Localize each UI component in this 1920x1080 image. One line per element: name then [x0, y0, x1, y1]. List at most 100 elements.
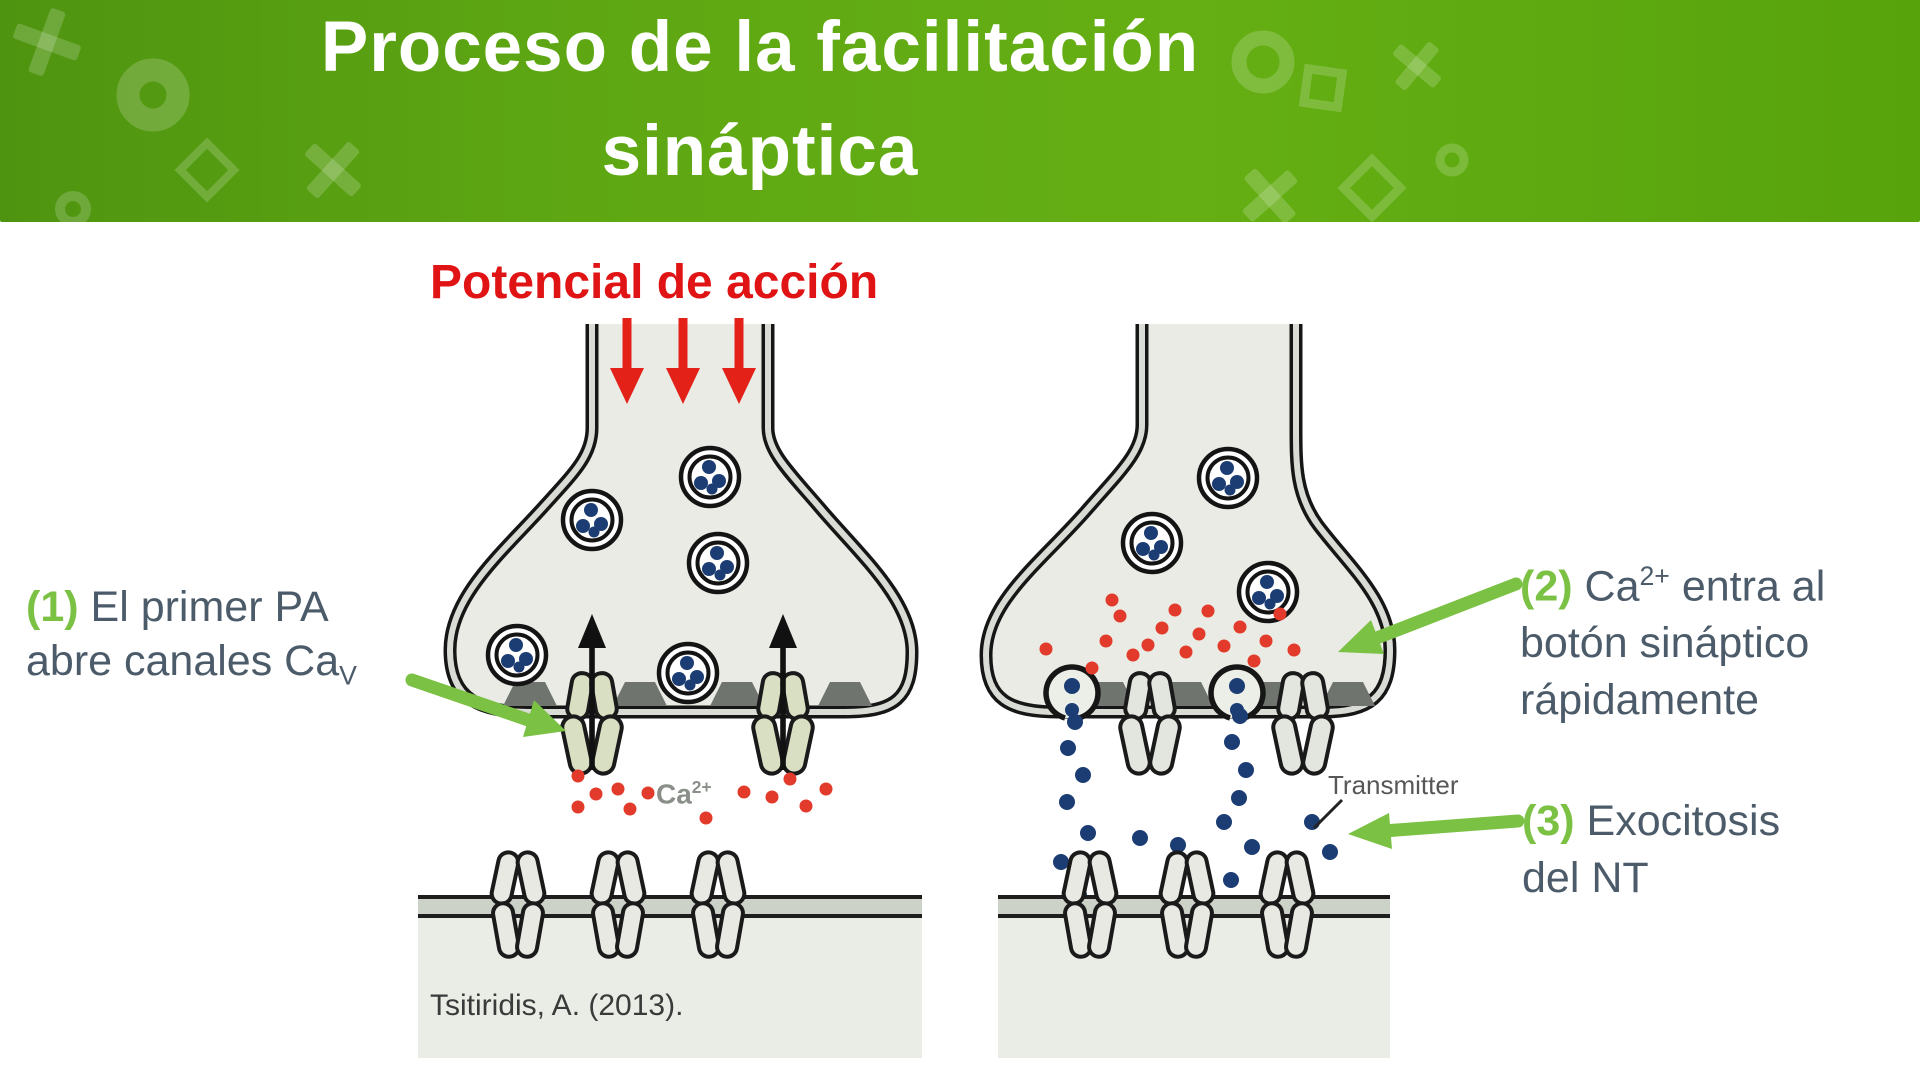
calcium-ion-dot [1273, 607, 1287, 621]
decor-x-icon [1393, 42, 1441, 90]
calcium-superscript: 2+ [691, 777, 712, 797]
calcium-ion-dot [1039, 642, 1053, 656]
step2-ca: Ca [1584, 562, 1640, 611]
transmitter-dot [1059, 794, 1075, 810]
calcium-ion-dot [1113, 609, 1127, 623]
left-postsynaptic-cell [418, 848, 922, 1058]
right-presynaptic-terminal [979, 324, 1397, 928]
transmitter-dot [1223, 872, 1239, 888]
calcium-ion-dot [1201, 604, 1215, 618]
left-presynaptic-terminal [443, 324, 919, 825]
calcium-ion-dot [1105, 593, 1119, 607]
transmitter-dot [1304, 814, 1320, 830]
calcium-channel-icon [1116, 669, 1184, 778]
step1-text-line2: abre canales Ca [26, 637, 340, 685]
page-title-line1: Proceso de la facilitación [320, 8, 1200, 87]
transmitter-dot [1224, 734, 1240, 750]
calcium-ion-dot [1126, 648, 1140, 662]
calcium-ion-dot [699, 811, 713, 825]
calcium-ion-dot [783, 772, 797, 786]
step1-text-line1: El primer PA [90, 583, 329, 631]
decor-diamond-icon [1337, 153, 1407, 222]
calcium-ion-dot [611, 782, 625, 796]
calcium-ion-dot [1247, 654, 1261, 668]
calcium-ion-dot [1192, 627, 1206, 641]
transmitter-dot [1132, 830, 1148, 846]
calcium-ion-label: Ca2+ [656, 777, 712, 810]
vesicle-icon [1199, 449, 1257, 507]
calcium-ion-dot [1179, 645, 1193, 659]
calcium-ion-dot [1155, 621, 1169, 635]
page-title: Proceso de la facilitación sináptica [155, 0, 1365, 204]
vesicle-icon [1239, 563, 1297, 621]
calcium-ion-dot [765, 790, 779, 804]
step2-arrow [1338, 577, 1523, 654]
decor-diamond-icon [174, 137, 240, 203]
calcium-ion-dot [1141, 638, 1155, 652]
vesicle-icon [689, 534, 747, 592]
step1-arrow [405, 673, 566, 737]
vesicle-icon [681, 448, 739, 506]
decor-square-icon [1298, 63, 1348, 113]
calcium-ion-dot [1168, 603, 1182, 617]
calcium-ion-dot [1259, 634, 1273, 648]
vesicle-icon [488, 626, 546, 684]
calcium-ion-dot [571, 769, 585, 783]
transmitter-pointer-line [1312, 798, 1344, 830]
calcium-ion-dot [1233, 620, 1247, 634]
calcium-ion-dot [623, 802, 637, 816]
decor-x-icon [1242, 168, 1298, 222]
transmitter-dot [1170, 837, 1186, 853]
decor-cross-icon [13, 8, 81, 76]
step3-text-line1: Exocitosis [1586, 797, 1781, 845]
transmitter-dot [1244, 839, 1260, 855]
transmitter-dot [1238, 762, 1254, 778]
calcium-ion-dot [819, 782, 833, 796]
transmitter-dot [1080, 825, 1096, 841]
transmitter-dot [1075, 767, 1091, 783]
transmitter-dot [1322, 844, 1338, 860]
transmitter-dot [1232, 708, 1248, 724]
transmitter-dot [1067, 714, 1083, 730]
decor-ring-icon [116, 58, 190, 132]
step1-annotation: (1) El primer PA abre canales CaV [26, 580, 406, 703]
step3-annotation: (3) Exocitosis del NT [1522, 793, 1852, 907]
calcium-channel-icon [1269, 669, 1337, 778]
calcium-ion-dot [641, 786, 655, 800]
transmitter-dot [1053, 854, 1069, 870]
step2-annotation: (2) Ca2+ entra al botón sináptico rápida… [1520, 548, 1910, 729]
step2-text-line1: entra al [1681, 562, 1826, 611]
calcium-ions-right [1039, 593, 1301, 675]
calcium-ion-dot [1287, 643, 1301, 657]
decor-ring-small-icon [55, 191, 91, 222]
step2-text-line3: rápidamente [1520, 676, 1760, 725]
step3-number: (3) [1522, 797, 1575, 845]
calcium-ion-dot [799, 799, 813, 813]
calcium-ion-dot [589, 787, 603, 801]
transmitter-label: Transmitter [1328, 770, 1459, 800]
calcium-ion-dot [1085, 661, 1099, 675]
decor-x-icon [305, 142, 361, 198]
calcium-ion-dot [737, 785, 751, 799]
calcium-ion-dot [1099, 634, 1113, 648]
calcium-ion-dot [571, 800, 585, 814]
step2-text-line2: botón sináptico [1520, 619, 1810, 668]
transmitter-dot [1216, 814, 1232, 830]
decor-ring-icon [1231, 30, 1295, 94]
step3-text-line2: del NT [1522, 854, 1649, 902]
fusion-pore-icon [1046, 667, 1098, 718]
header-decorations [13, 8, 1469, 222]
calcium-ions-left [571, 769, 833, 825]
transmitter-dot [1231, 790, 1247, 806]
step2-number: (2) [1520, 562, 1573, 611]
step1-cav-subscript: V [339, 660, 357, 691]
step3-arrow [1348, 813, 1525, 849]
transmitter-dot [1060, 740, 1076, 756]
calcium-ion-dot [1217, 639, 1231, 653]
right-postsynaptic-cell [998, 848, 1390, 1058]
citation: Tsitiridis, A. (2013). [430, 989, 684, 1022]
vesicle-icon [659, 644, 717, 702]
vesicle-icon [1123, 514, 1181, 572]
